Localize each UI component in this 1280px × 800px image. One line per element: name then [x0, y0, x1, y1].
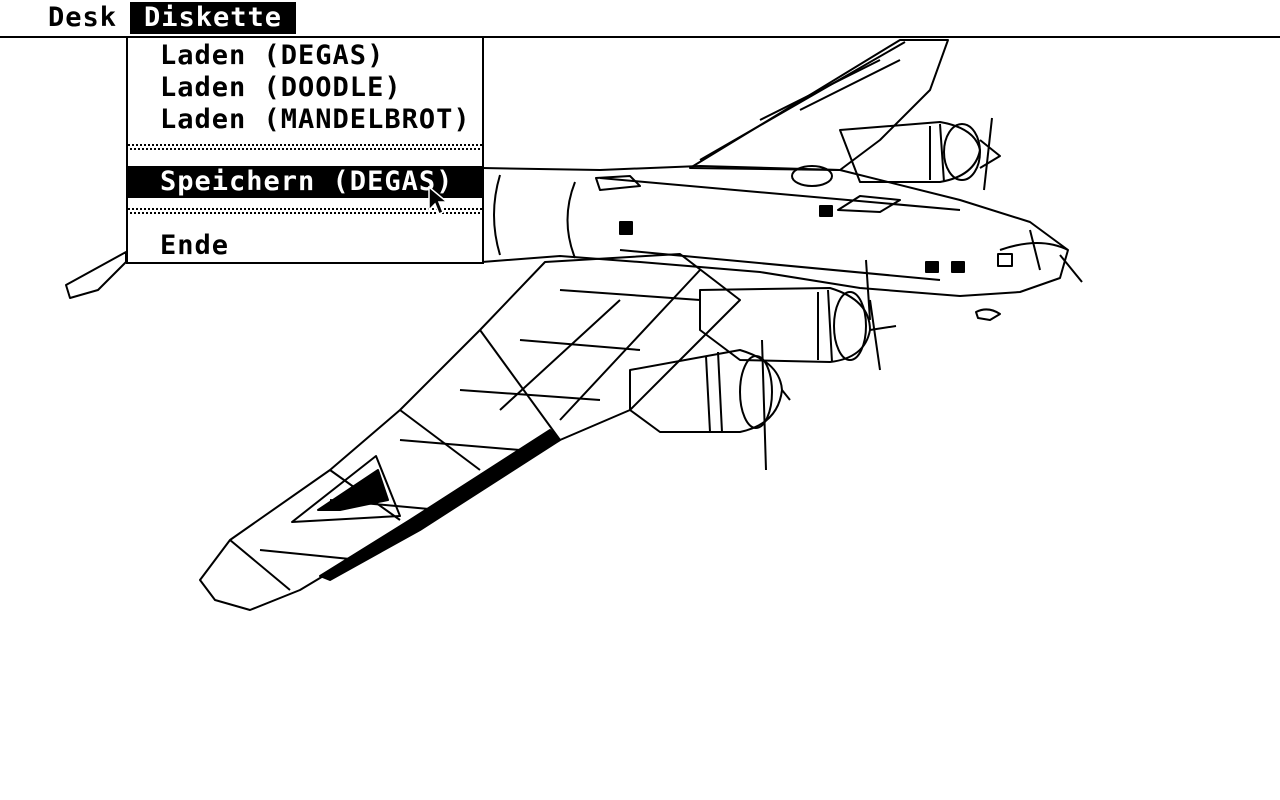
drawing-canvas — [65, 39, 1083, 611]
menu-item-laden-mandelbrot[interactable]: Laden (MANDELBROT) — [160, 104, 471, 135]
menu-diskette[interactable]: Diskette — [130, 2, 297, 34]
menu-item-laden-doodle[interactable]: Laden (DOODLE) — [160, 72, 402, 103]
mouse-pointer-icon — [428, 186, 448, 216]
diskette-dropdown-menu: Laden (DEGAS) Laden (DOODLE) Laden (MAND… — [126, 38, 484, 264]
menu-item-speichern-degas[interactable]: Speichern (DEGAS) — [128, 166, 482, 198]
menu-desk[interactable]: Desk — [48, 2, 118, 33]
menu-separator — [128, 144, 482, 150]
menu-separator — [128, 208, 482, 214]
menu-bar: Desk Diskette — [0, 0, 1280, 38]
menu-item-laden-degas[interactable]: Laden (DEGAS) — [160, 40, 385, 71]
airplane-drawing — [65, 39, 1083, 611]
menu-item-ende[interactable]: Ende — [160, 230, 230, 261]
